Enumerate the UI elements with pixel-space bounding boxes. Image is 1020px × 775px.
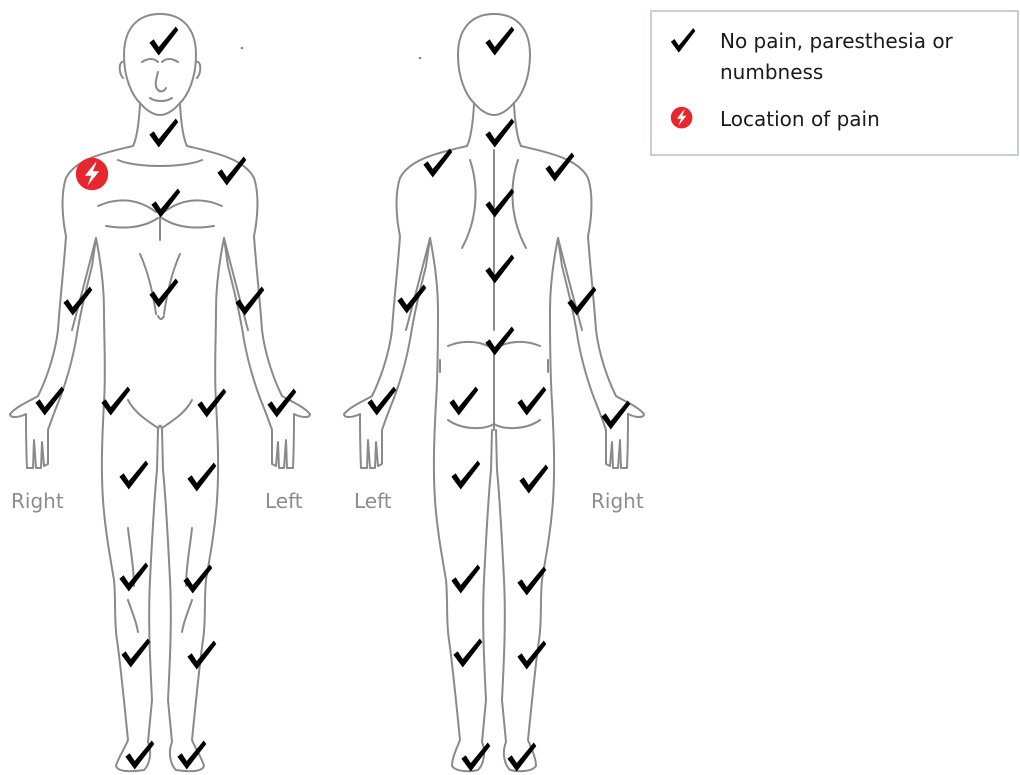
check-icon xyxy=(119,563,148,592)
check-icon xyxy=(197,389,226,418)
front-left-label: Left xyxy=(265,489,303,513)
check-icon xyxy=(517,387,546,416)
check-icon xyxy=(151,189,180,218)
back-left-label: Left xyxy=(354,489,392,513)
stray-marks xyxy=(241,47,422,60)
back-checks xyxy=(367,27,630,772)
check-icon xyxy=(601,401,630,430)
check-icon xyxy=(217,157,246,186)
check-icon xyxy=(485,119,514,148)
check-icon xyxy=(485,255,514,284)
check-icon xyxy=(664,26,704,58)
front-checks xyxy=(35,27,296,770)
check-icon xyxy=(187,463,216,492)
lightning-bolt-icon xyxy=(664,104,704,136)
check-icon xyxy=(101,387,130,416)
check-icon xyxy=(177,741,206,770)
check-icon xyxy=(519,465,548,494)
check-icon xyxy=(507,743,536,772)
check-icon xyxy=(485,327,514,356)
front-body-outline xyxy=(10,14,310,771)
check-icon xyxy=(149,27,178,56)
legend-item-no-pain: No pain, paresthesia or numbness xyxy=(664,26,1000,88)
legend: No pain, paresthesia or numbness Locatio… xyxy=(650,10,1019,156)
check-icon xyxy=(451,565,480,594)
check-icon xyxy=(121,639,150,668)
back-right-label: Right xyxy=(591,489,644,513)
check-icon xyxy=(451,461,480,490)
check-icon xyxy=(485,27,514,56)
check-icon xyxy=(517,641,546,670)
check-icon xyxy=(461,743,490,772)
legend-label-pain: Location of pain xyxy=(720,104,1000,135)
legend-item-pain: Location of pain xyxy=(664,104,1000,136)
check-icon xyxy=(449,387,478,416)
check-icon xyxy=(119,461,148,490)
check-icon xyxy=(149,119,178,148)
check-icon xyxy=(453,639,482,668)
front-right-label: Right xyxy=(11,489,64,513)
legend-label-no-pain: No pain, paresthesia or numbness xyxy=(720,26,1000,88)
check-icon xyxy=(267,389,296,418)
lightning-bolt-icon xyxy=(76,158,108,190)
check-icon xyxy=(485,189,514,218)
